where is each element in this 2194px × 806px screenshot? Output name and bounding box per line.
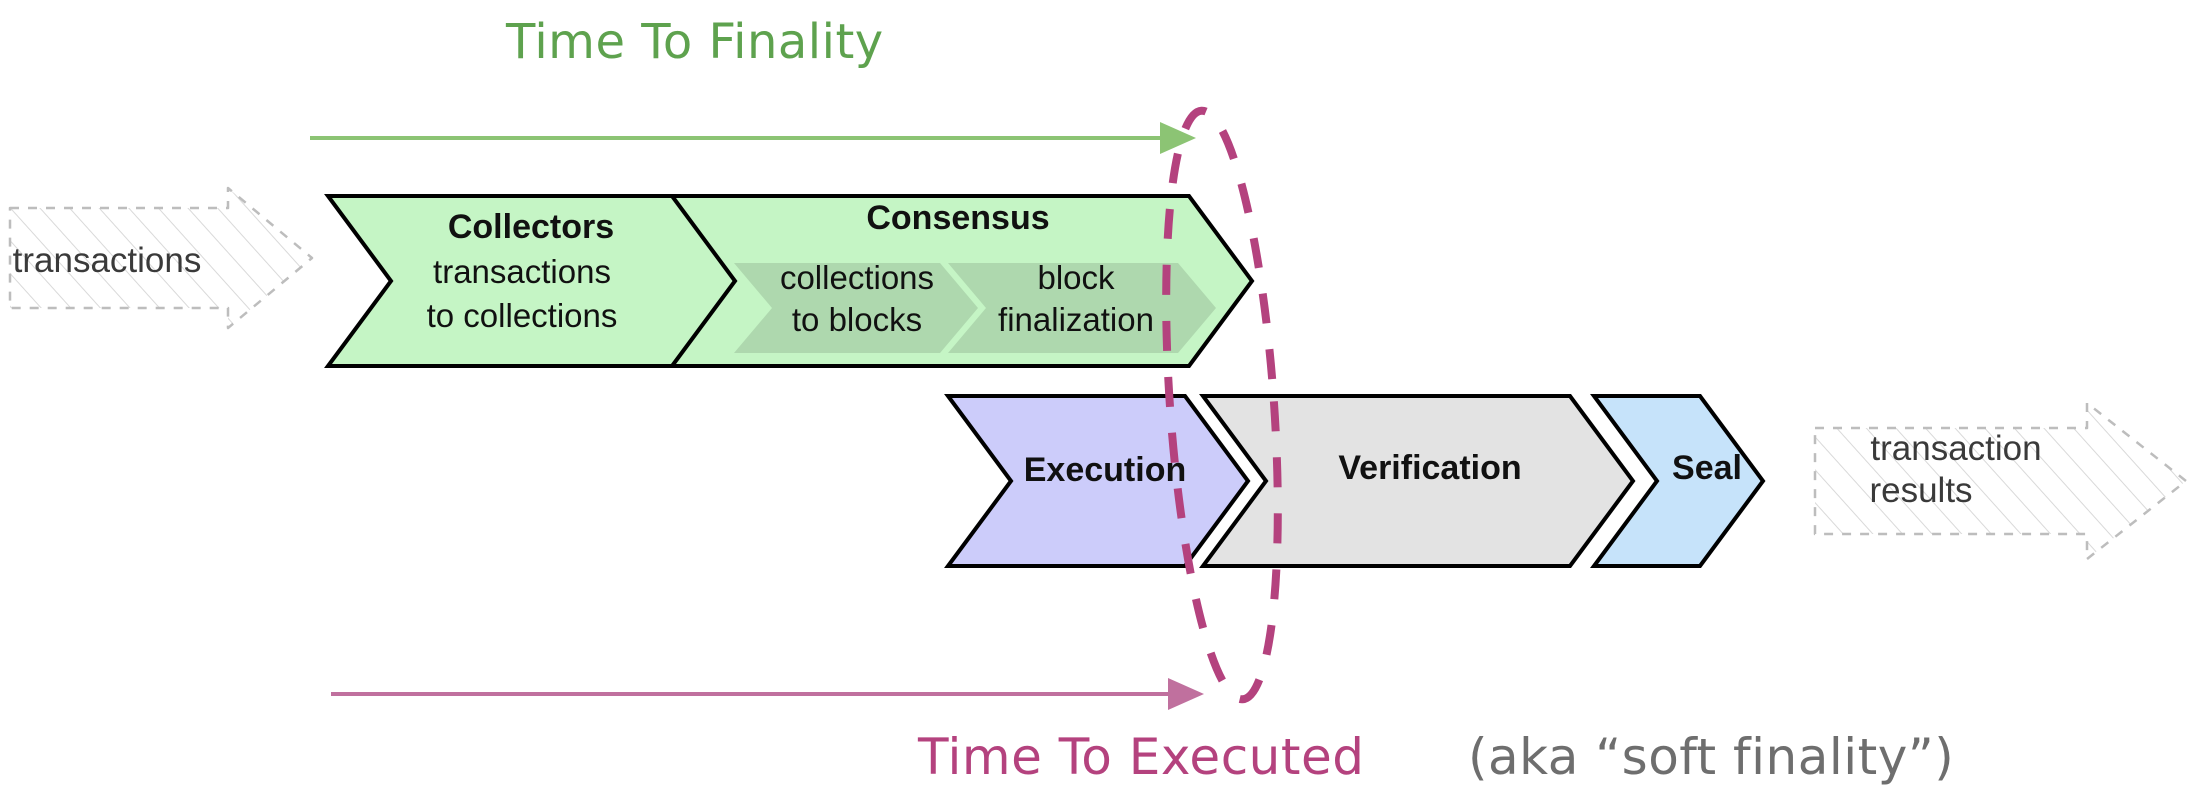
substage-block-finalization: block finalization (948, 259, 1216, 353)
substage-1-line1: collections (780, 259, 934, 296)
seal-title: Seal (1672, 449, 1742, 487)
output-label-line2: results (1869, 471, 1972, 510)
output-label-line1: transaction (1870, 429, 2041, 468)
substage-2-line2: finalization (998, 301, 1154, 338)
substage-collections-to-blocks: collections to blocks (734, 259, 978, 353)
stage-collectors[interactable]: Collectors transactions to collections (324, 194, 744, 368)
stage-verification[interactable]: Verification (1199, 394, 1636, 568)
time-to-executed-label: Time To Executed (917, 728, 1364, 786)
substage-2-line1: block (1037, 259, 1115, 296)
execution-title: Execution (1024, 451, 1186, 489)
collectors-sub-line1: transactions (433, 253, 611, 290)
collectors-sub-line2: to collections (427, 297, 618, 334)
time-to-finality-label: Time To Finality (505, 14, 884, 70)
stage-consensus[interactable]: Consensus collections to blocks block fi… (668, 194, 1255, 368)
collectors-title: Collectors (448, 208, 614, 246)
output-transaction-results-arrow: transaction results (1813, 401, 2188, 561)
stage-execution[interactable]: Execution (944, 394, 1251, 568)
input-label: transactions (13, 241, 202, 280)
verification-title: Verification (1338, 449, 1521, 487)
input-transactions-arrow: transactions (8, 186, 314, 330)
substage-1-line2: to blocks (792, 301, 922, 338)
consensus-title: Consensus (866, 199, 1049, 237)
stage-seal[interactable]: Seal (1590, 394, 1766, 568)
soft-finality-note: (aka “soft finality”) (1468, 728, 1954, 786)
